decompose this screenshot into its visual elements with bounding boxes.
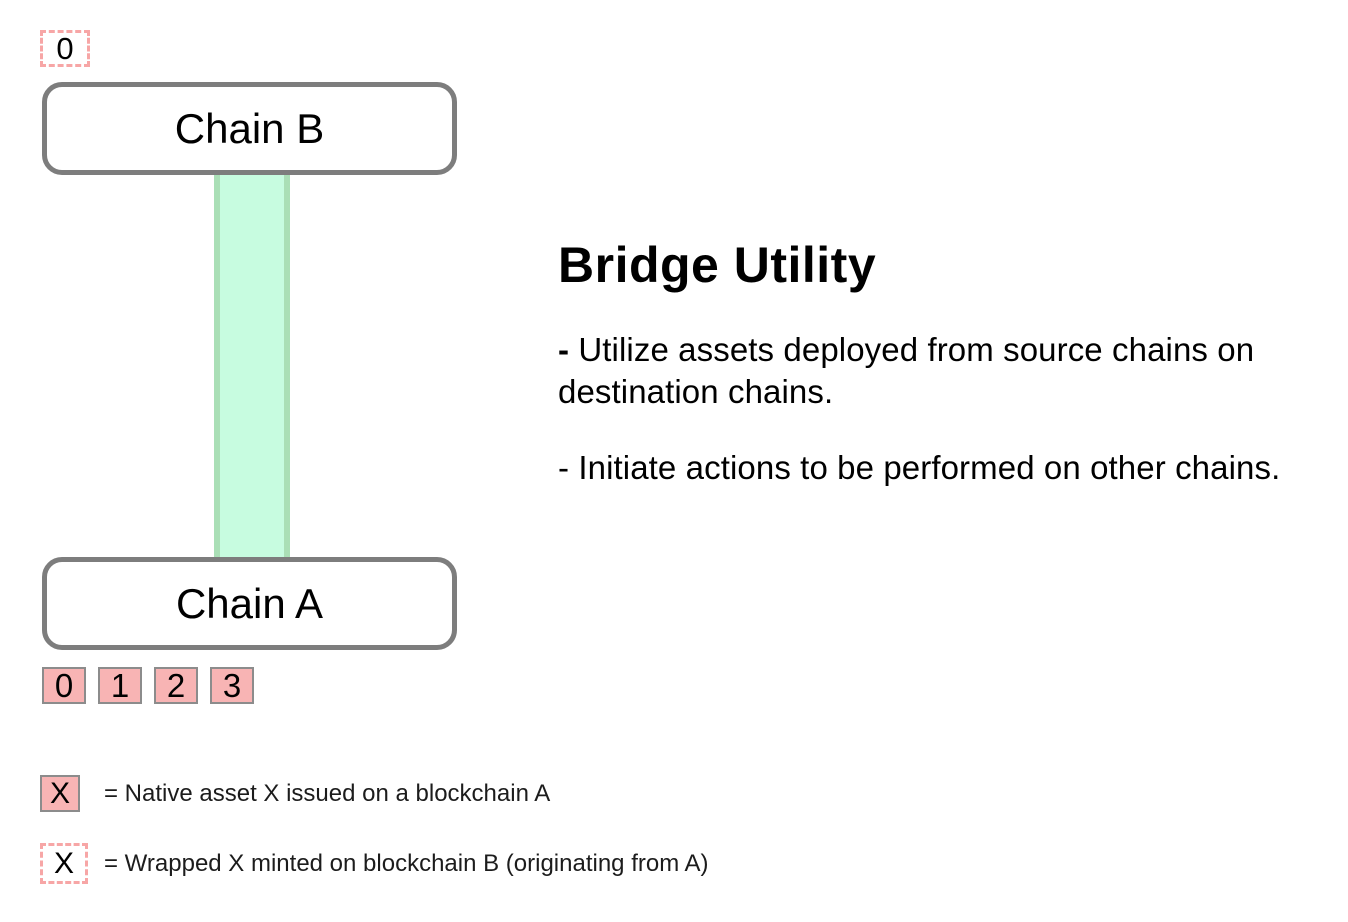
info-panel: Bridge Utility - Utilize assets deployed… [558, 238, 1318, 489]
wrapped-asset-badge: 0 [40, 30, 90, 67]
native-asset-badge-3: 3 [210, 667, 254, 704]
native-asset-badge-0: 0 [42, 667, 86, 704]
page-title: Bridge Utility [558, 237, 877, 293]
bullet-utilize-dash: - [558, 331, 570, 368]
legend-native-text: = Native asset X issued on a blockchain … [104, 779, 551, 807]
chain-a-box: Chain A [42, 557, 457, 650]
legend-native-row: X = Native asset X issued on a blockchai… [40, 775, 550, 812]
wrapped-asset-symbol: X [40, 843, 88, 884]
chain-a-label: Chain A [175, 579, 324, 627]
native-assets-row: 0 1 2 3 [42, 667, 254, 704]
native-asset-symbol: X [40, 775, 80, 812]
native-asset-badge-1: 1 [98, 667, 142, 704]
legend-wrapped-row: X = Wrapped X minted on blockchain B (or… [40, 843, 709, 884]
bullet-utilize: - Utilize assets deployed from source ch… [558, 329, 1298, 413]
bridge-connector [214, 172, 290, 562]
bullet-utilize-text: Utilize assets deployed from source chai… [558, 331, 1255, 410]
legend-wrapped-text: = Wrapped X minted on blockchain B (orig… [104, 849, 709, 877]
native-asset-badge-2: 2 [154, 667, 198, 704]
chain-b-box: Chain B [42, 82, 457, 175]
chain-b-label: Chain B [174, 104, 325, 152]
bullet-initiate: - Initiate actions to be performed on ot… [558, 449, 1281, 486]
